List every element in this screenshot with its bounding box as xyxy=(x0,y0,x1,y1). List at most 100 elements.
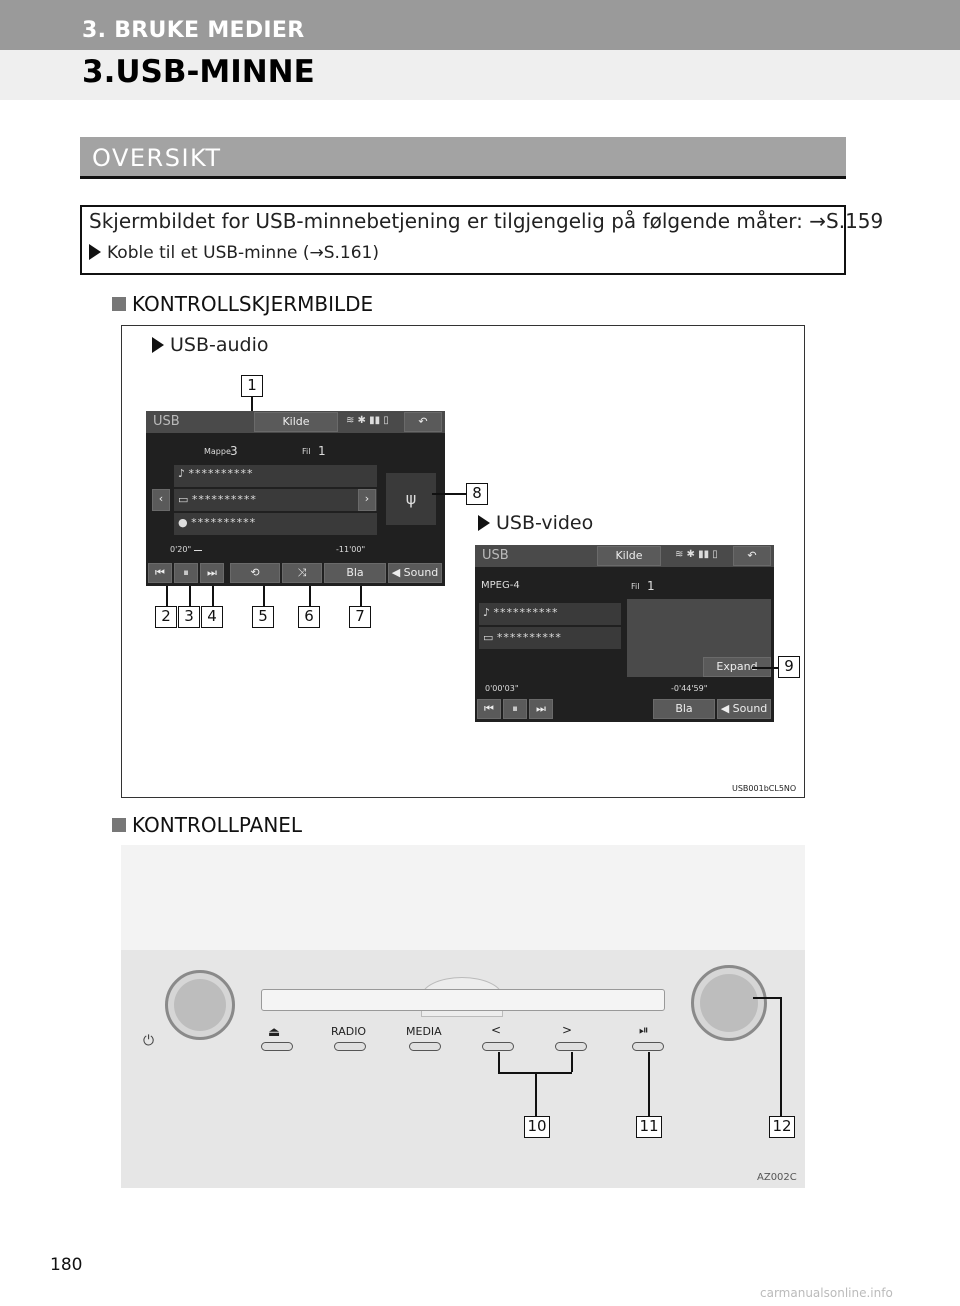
radio-button[interactable] xyxy=(334,1042,366,1051)
audio-shuffle-icon[interactable]: ⤨ xyxy=(282,563,322,583)
audio-file-label: Fil xyxy=(302,447,311,456)
audio-prev-folder-icon[interactable]: ‹ xyxy=(152,489,170,511)
power-icon: ⏻ xyxy=(143,1033,155,1049)
control-screen-heading: KONTROLLSKJERMBILDE xyxy=(112,292,373,316)
speaker-icon: ◀ xyxy=(391,566,404,579)
video-track-row xyxy=(479,603,621,625)
header-band xyxy=(0,0,960,50)
section-title: 3. BRUKE MEDIER xyxy=(82,18,305,43)
tune-scroll-knob[interactable] xyxy=(691,965,767,1041)
audio-folder-value: 3 xyxy=(230,444,238,458)
audio-artist: ● ********** xyxy=(178,516,256,529)
callout-8-leader xyxy=(432,493,466,495)
video-status-icons: ≋ ✱ ▮▮ ▯ xyxy=(675,549,718,560)
usb-device-icon: ψ xyxy=(386,473,436,525)
video-prev-track-icon[interactable]: ⏮ xyxy=(477,699,501,719)
audio-folder-row[interactable] xyxy=(174,489,377,511)
audio-artist-text: ********** xyxy=(191,516,257,529)
bullet-triangle-icon xyxy=(152,337,164,353)
callout-2-leader xyxy=(166,586,168,608)
prev-button[interactable] xyxy=(482,1042,514,1051)
usb-audio-screen: USB Kilde ≋ ✱ ▮▮ ▯ ↶ Mappe 3 Fil 1 ♪ ***… xyxy=(146,411,445,586)
next-button-label: > xyxy=(562,1023,573,1037)
audio-file-value: 1 xyxy=(318,444,326,458)
callout-10-leader-right xyxy=(571,1052,573,1072)
video-folder-row[interactable] xyxy=(479,627,621,649)
audio-elapsed: 0'20" xyxy=(170,545,192,554)
audio-sound-text: Sound xyxy=(403,566,439,579)
control-panel-heading: KONTROLLPANEL xyxy=(112,813,302,837)
audio-pause-icon[interactable]: ⏸ xyxy=(174,563,198,583)
video-folder-item-text: ********** xyxy=(496,631,562,644)
video-next-track-icon[interactable]: ⏭ xyxy=(529,699,553,719)
callout-5-leader xyxy=(263,586,265,608)
overview-line2-text: Koble til et USB-minne (→S.161) xyxy=(107,243,379,263)
folder-icon: ▭ xyxy=(178,493,192,506)
usb-video-label: USB-video xyxy=(478,512,593,534)
control-panel-heading-text: KONTROLLPANEL xyxy=(132,813,303,837)
callout-7-leader xyxy=(360,586,362,608)
callout-12: 12 xyxy=(769,1116,795,1138)
audio-source-button[interactable]: Kilde xyxy=(254,412,338,432)
audio-next-track-icon[interactable]: ⏭ xyxy=(200,563,224,583)
callout-11: 11 xyxy=(636,1116,662,1138)
video-pause-icon[interactable]: ⏸ xyxy=(503,699,527,719)
callout-8: 8 xyxy=(466,483,488,505)
callout-12-leader-v xyxy=(780,997,782,1116)
control-panel-figure-code: AZ002C xyxy=(757,1172,797,1183)
control-screen-figure xyxy=(121,325,805,798)
watermark: carmanualsonline.info xyxy=(760,1286,893,1300)
callout-9-leader xyxy=(752,667,778,669)
overview-box xyxy=(80,205,846,275)
audio-status-icons: ≋ ✱ ▮▮ ▯ xyxy=(346,415,389,426)
video-file-value: 1 xyxy=(647,579,655,593)
video-source-button[interactable]: Kilde xyxy=(597,546,661,566)
power-volume-knob[interactable] xyxy=(165,970,235,1040)
prev-button-label: < xyxy=(491,1023,502,1037)
panel-upper-surface xyxy=(121,845,805,950)
play-pause-button[interactable] xyxy=(632,1042,664,1051)
radio-button-label: RADIO xyxy=(331,1025,367,1038)
usb-video-label-text: USB-video xyxy=(496,512,594,534)
callout-10: 10 xyxy=(524,1116,550,1138)
audio-browse-button[interactable]: Bla gjennom xyxy=(324,563,386,586)
control-screen-figure-code: USB001bCL5NO xyxy=(732,784,797,793)
video-browse-button[interactable]: Bla gjennom xyxy=(653,699,715,722)
page-title: 3.USB-MINNE xyxy=(82,54,315,90)
callout-3-leader xyxy=(189,586,191,608)
video-folder-item: ▭ ********** xyxy=(483,631,562,644)
square-bullet-icon xyxy=(112,297,126,311)
control-panel-figure: ⏻ ⏏ RADIO MEDIA < > ⏯ 10 11 12 AZ002C xyxy=(121,845,805,1188)
callout-6: 6 xyxy=(298,606,320,628)
video-format: MPEG-4 xyxy=(481,580,520,591)
video-elapsed: 0'00'03" xyxy=(485,684,519,693)
video-screen-title: USB xyxy=(482,548,509,563)
callout-1: 1 xyxy=(241,375,263,397)
audio-repeat-icon[interactable]: ⟲ xyxy=(230,563,280,583)
audio-sound-button[interactable]: ◀ Sound xyxy=(388,563,442,583)
audio-prev-track-icon[interactable]: ⏮ xyxy=(148,563,172,583)
eject-button[interactable] xyxy=(261,1042,293,1051)
speaker-icon: ◀ xyxy=(720,702,733,715)
media-button-label: MEDIA xyxy=(406,1025,442,1038)
next-button[interactable] xyxy=(555,1042,587,1051)
disc-slot xyxy=(261,989,665,1011)
video-sound-button[interactable]: ◀ Sound xyxy=(717,699,771,719)
media-button[interactable] xyxy=(409,1042,441,1051)
video-back-icon[interactable]: ↶ xyxy=(733,546,771,566)
audio-track-text: ********** xyxy=(188,467,254,480)
audio-remaining: -11'00" xyxy=(336,545,366,554)
play-pause-icon: ⏯ xyxy=(639,1023,649,1037)
overview-line1: Skjermbildet for USB-minnebetjening er t… xyxy=(89,209,884,233)
title-band xyxy=(0,50,960,100)
usb-audio-label: USB-audio xyxy=(152,334,269,356)
video-track-text: ********** xyxy=(493,606,559,619)
person-icon: ● xyxy=(178,516,192,529)
audio-back-icon[interactable]: ↶ xyxy=(404,412,442,432)
audio-artist-row xyxy=(174,513,377,535)
video-remaining: -0'44'59" xyxy=(671,684,708,693)
folder-icon: ▭ xyxy=(483,631,497,644)
control-screen-heading-text: KONTROLLSKJERMBILDE xyxy=(132,292,374,316)
callout-7: 7 xyxy=(349,606,371,628)
audio-next-folder-icon[interactable]: › xyxy=(358,489,376,511)
